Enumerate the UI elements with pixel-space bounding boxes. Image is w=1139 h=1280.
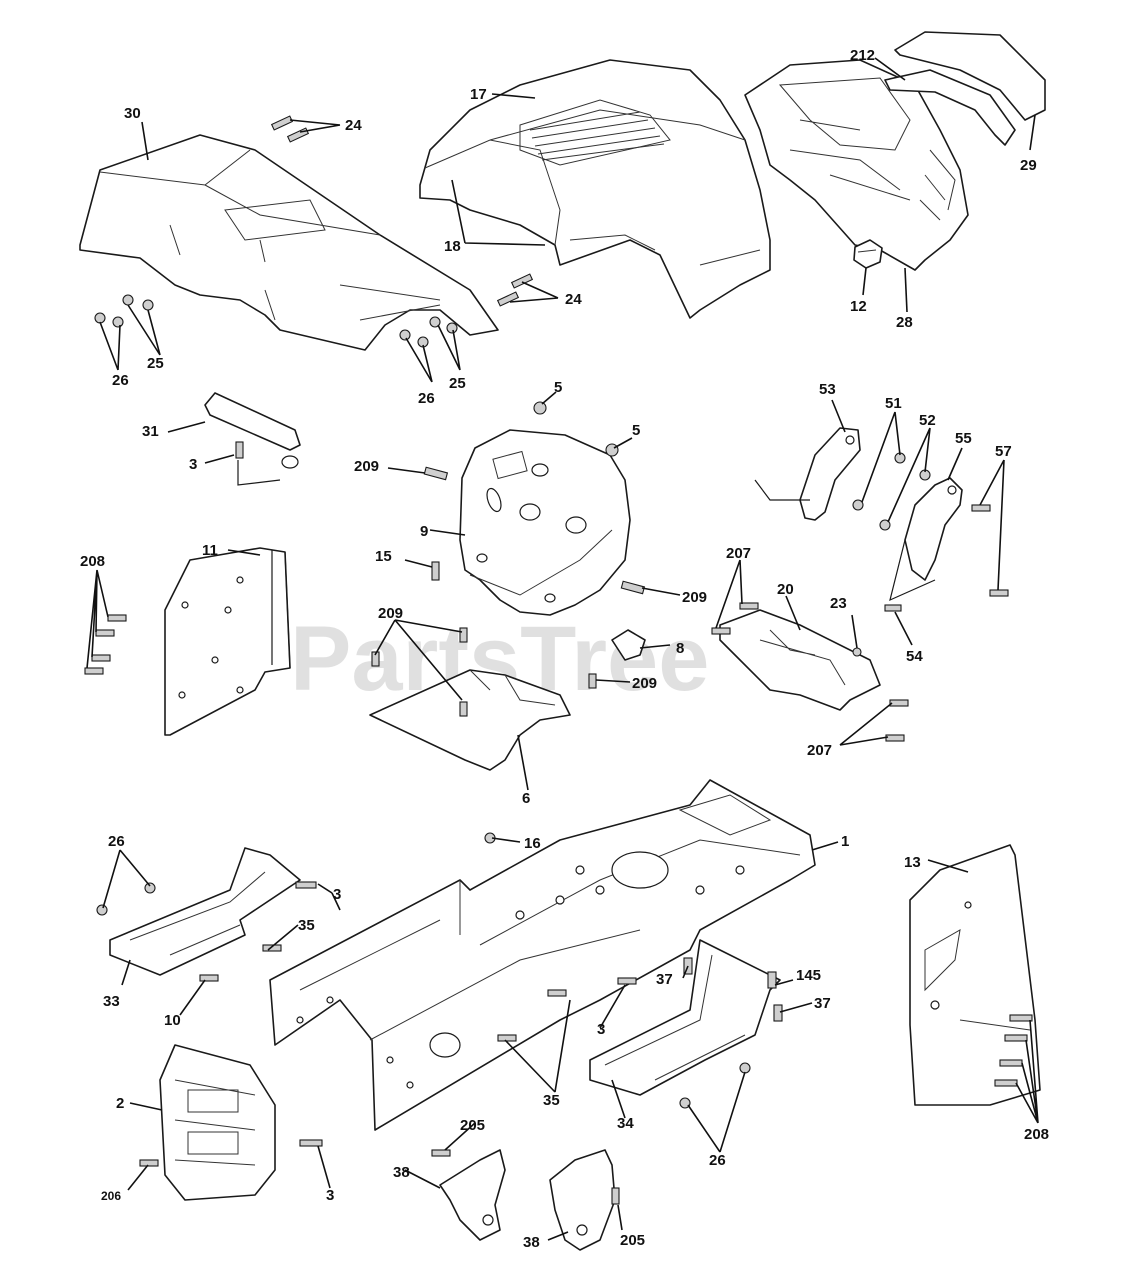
callout-6: 6 bbox=[522, 790, 530, 807]
callout-54: 54 bbox=[906, 648, 923, 665]
callout-205-lower: 205 bbox=[620, 1232, 645, 1249]
rear-fender[interactable] bbox=[79, 134, 499, 351]
callout-30: 30 bbox=[124, 105, 141, 122]
callout-33: 33 bbox=[103, 993, 120, 1010]
callout-3-front: 3 bbox=[597, 1021, 605, 1038]
side-panel-11[interactable] bbox=[164, 547, 291, 736]
callout-9: 9 bbox=[420, 523, 428, 540]
callout-13: 13 bbox=[904, 854, 921, 871]
callout-29: 29 bbox=[1020, 157, 1037, 174]
callout-205-upper: 205 bbox=[460, 1117, 485, 1134]
leader-lines bbox=[86, 57, 1039, 1241]
callout-25-mid: 25 bbox=[449, 375, 466, 392]
callout-57: 57 bbox=[995, 443, 1012, 460]
callout-10: 10 bbox=[164, 1012, 181, 1029]
callout-25-left: 25 bbox=[147, 355, 164, 372]
callout-209-upper: 209 bbox=[354, 458, 379, 475]
bracket-20[interactable] bbox=[719, 609, 881, 711]
callout-1: 1 bbox=[841, 833, 849, 850]
hood[interactable] bbox=[419, 59, 771, 319]
callout-51: 51 bbox=[885, 395, 902, 412]
lift-arm-53[interactable] bbox=[754, 427, 861, 521]
part-12-clip[interactable] bbox=[853, 239, 883, 269]
callout-12: 12 bbox=[850, 298, 867, 315]
callout-20: 20 bbox=[777, 581, 794, 598]
callout-35-rear: 35 bbox=[298, 917, 315, 934]
callout-5-top: 5 bbox=[554, 379, 562, 396]
rear-plate-2[interactable] bbox=[159, 1044, 276, 1201]
callout-3-upper: 3 bbox=[189, 456, 197, 473]
floor-pan[interactable] bbox=[369, 669, 571, 771]
callout-31: 31 bbox=[142, 423, 159, 440]
callout-35-front: 35 bbox=[543, 1092, 560, 1109]
callout-2: 2 bbox=[116, 1095, 124, 1112]
callout-38-left: 38 bbox=[393, 1164, 410, 1181]
main-frame[interactable] bbox=[269, 779, 816, 1131]
callout-26-front: 26 bbox=[709, 1152, 726, 1169]
bracket-31[interactable] bbox=[204, 392, 301, 486]
callout-24-top: 24 bbox=[345, 117, 362, 134]
dash-panel[interactable] bbox=[459, 429, 631, 616]
callout-17: 17 bbox=[470, 86, 487, 103]
callout-37-left: 37 bbox=[656, 971, 673, 988]
callout-5-right: 5 bbox=[632, 422, 640, 439]
callout-207-lower: 207 bbox=[807, 742, 832, 759]
callout-209-floor: 209 bbox=[632, 675, 657, 692]
callout-3-bottom: 3 bbox=[326, 1187, 334, 1204]
callout-208-right: 208 bbox=[1024, 1126, 1049, 1143]
callout-15: 15 bbox=[375, 548, 392, 565]
lift-arm-55[interactable] bbox=[889, 477, 963, 602]
callout-11: 11 bbox=[202, 542, 218, 559]
callout-23: 23 bbox=[830, 595, 847, 612]
callout-28: 28 bbox=[896, 314, 913, 331]
callout-18: 18 bbox=[444, 238, 461, 255]
callout-38-right: 38 bbox=[523, 1234, 540, 1251]
bracket-38-right[interactable] bbox=[549, 1149, 616, 1251]
callout-26-rear: 26 bbox=[108, 833, 125, 850]
callout-53: 53 bbox=[819, 381, 836, 398]
rear-bracket-33[interactable] bbox=[109, 847, 301, 976]
callout-24-mid: 24 bbox=[565, 291, 582, 308]
front-bracket-34[interactable] bbox=[589, 939, 781, 1096]
callout-26-mid: 26 bbox=[418, 390, 435, 407]
callout-209-right: 209 bbox=[682, 589, 707, 606]
callout-8: 8 bbox=[676, 640, 684, 657]
callout-207-upper: 207 bbox=[726, 545, 751, 562]
callout-212: 212 bbox=[850, 47, 875, 64]
callout-34: 34 bbox=[617, 1115, 634, 1132]
callout-145: 145 bbox=[796, 967, 821, 984]
callout-55: 55 bbox=[955, 430, 972, 447]
callout-16: 16 bbox=[524, 835, 541, 852]
callout-208-left: 208 bbox=[80, 553, 105, 570]
callout-labels: 30 24 17 212 29 18 12 28 24 25 26 26 25 … bbox=[80, 47, 1049, 1251]
callout-37-right: 37 bbox=[814, 995, 831, 1012]
callout-3-rear: 3 bbox=[333, 886, 341, 903]
callout-206: 206 bbox=[101, 1189, 121, 1203]
callout-52: 52 bbox=[919, 412, 936, 429]
callout-26-left: 26 bbox=[112, 372, 129, 389]
callout-209-lower: 209 bbox=[378, 605, 403, 622]
bracket-38-left[interactable] bbox=[439, 1149, 506, 1241]
